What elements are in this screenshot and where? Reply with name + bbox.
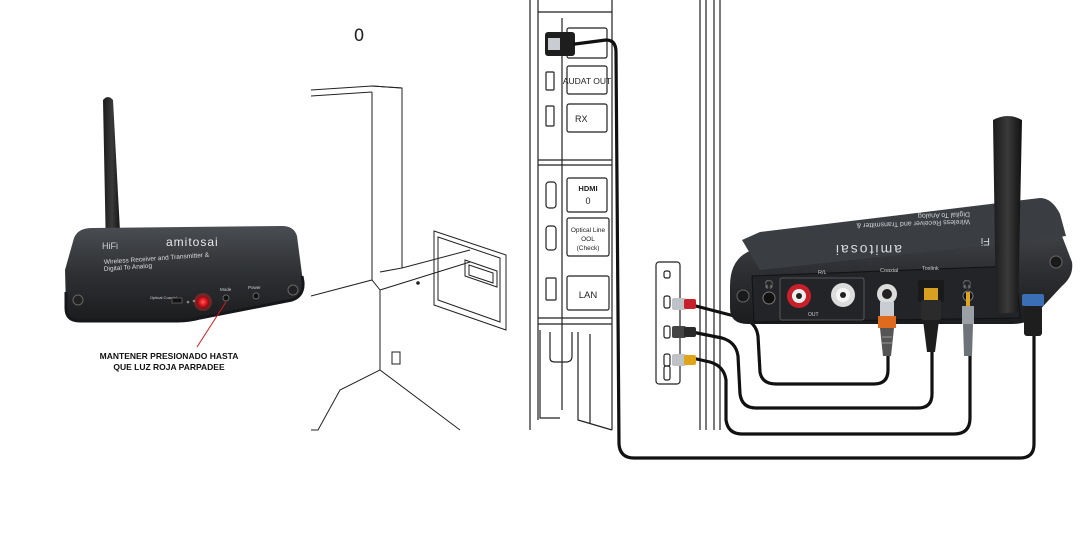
left-device: HiFi amitosai Wireless Receiver and Tran… bbox=[64, 97, 305, 348]
tv-port-labels: AUDAT OUT RX HDMI 0 Optical Line OOL (Ch… bbox=[563, 76, 611, 301]
screw-icon bbox=[287, 284, 299, 296]
mode-knob[interactable] bbox=[222, 294, 230, 302]
aux-plug bbox=[962, 292, 974, 356]
mode-button[interactable] bbox=[197, 296, 209, 308]
left-brand-logo: amitosai bbox=[166, 235, 219, 249]
left-device-body bbox=[65, 226, 304, 321]
port-label-optical-1: Optical Line bbox=[571, 227, 606, 234]
screw-icon bbox=[1049, 255, 1063, 269]
port-label-rx: RX bbox=[575, 114, 588, 124]
lan-port-box bbox=[566, 275, 610, 311]
optical-cable bbox=[690, 330, 934, 410]
instruction-pointer-line bbox=[196, 301, 227, 348]
audio-out-port-box bbox=[566, 65, 608, 95]
screw-icon bbox=[736, 289, 750, 303]
cables bbox=[573, 38, 1036, 460]
coaxial-plug bbox=[878, 302, 896, 356]
indicator-dot-icon bbox=[192, 299, 196, 303]
screw-icon bbox=[72, 294, 84, 306]
right-hifi-label: Fi bbox=[981, 235, 990, 247]
port-label-optical-3: (Check) bbox=[577, 245, 600, 252]
right-device: amitosai Wireless Receiver and Transmitt… bbox=[730, 116, 1073, 356]
right-antenna bbox=[993, 116, 1022, 314]
left-hifi-label: HiFi bbox=[102, 241, 118, 251]
usb-plug-icon bbox=[545, 32, 575, 56]
right-brand-logo: amitosai bbox=[834, 242, 902, 258]
input-switch[interactable] bbox=[171, 297, 183, 304]
port-label-hdmi: HDMI bbox=[578, 184, 597, 193]
port-label-hdmi-num: 0 bbox=[585, 196, 590, 206]
headphone-icon: 🎧 bbox=[962, 279, 972, 289]
port-label-lan: LAN bbox=[579, 290, 598, 301]
rx-port-box bbox=[566, 103, 608, 133]
wall-mark: 0 bbox=[354, 26, 365, 46]
side-plugs bbox=[672, 298, 696, 366]
right-subtitle-2: Digital To Analog bbox=[918, 210, 970, 219]
right-subtitle-1: Wireless Receiver and Transmitter & bbox=[856, 218, 970, 229]
tv-panel bbox=[529, 0, 721, 431]
hdmi-port-box bbox=[566, 177, 608, 213]
rl-label: R/L bbox=[818, 270, 827, 276]
out-label: OUT bbox=[808, 312, 819, 318]
usb-cable bbox=[573, 38, 1036, 460]
port-label-audio-out: AUDAT OUT bbox=[563, 76, 611, 86]
wall-sketch: 0 bbox=[310, 26, 507, 431]
optical-port-box bbox=[566, 217, 610, 257]
usb-port-plug bbox=[1022, 294, 1044, 336]
instruction-line-2: QUE LUZ ROJA PARPADEE bbox=[113, 362, 225, 372]
power-button[interactable] bbox=[252, 292, 260, 300]
indicator-dot-icon bbox=[186, 300, 190, 304]
coaxial-label: Coaxial bbox=[880, 268, 898, 274]
left-mode-label: Mode bbox=[220, 287, 232, 292]
left-antenna bbox=[103, 97, 121, 252]
headphone-icon: 🎧 bbox=[764, 279, 774, 289]
instruction-line-1: MANTENER PRESIONADO HASTA bbox=[100, 351, 239, 361]
port-label-optical-2: OOL bbox=[581, 236, 595, 243]
analog-cable bbox=[690, 354, 972, 436]
left-subtitle-2: Digital To Analog bbox=[104, 263, 153, 273]
toslink-label: Toslink bbox=[922, 266, 939, 272]
headphone-jack[interactable] bbox=[762, 291, 776, 305]
left-power-label: Power bbox=[248, 285, 261, 290]
optical-plug bbox=[921, 288, 941, 352]
left-switch-label: Optical Coaxial bbox=[150, 295, 177, 300]
